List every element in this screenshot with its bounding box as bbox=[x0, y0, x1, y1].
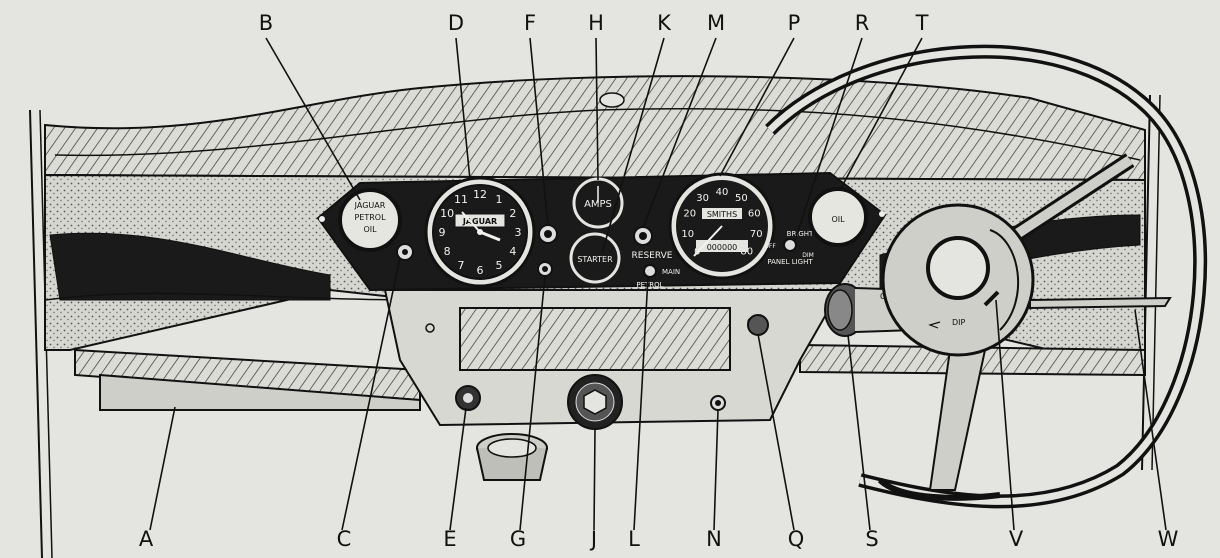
callout-q: Q bbox=[788, 527, 805, 551]
petrol-switch-petrol: PETROL bbox=[636, 281, 663, 289]
clock-numeral: 8 bbox=[444, 245, 451, 258]
starter-button-lower bbox=[455, 385, 481, 411]
callout-b: B bbox=[259, 11, 273, 35]
speedometer-tick-label: 20 bbox=[683, 209, 696, 220]
petrol-switch-main: MAIN bbox=[662, 268, 680, 276]
callout-t: T bbox=[915, 11, 929, 35]
callout-d: D bbox=[448, 11, 464, 35]
horn-lever bbox=[1029, 296, 1172, 310]
glove-box bbox=[459, 307, 731, 371]
odometer: 000000 bbox=[707, 243, 738, 252]
callout-j: J bbox=[589, 527, 597, 551]
panel-light-dim: DIM bbox=[802, 252, 814, 259]
panel-light-bright: BRIGHT bbox=[787, 230, 814, 238]
oil-gauge-label: OIL bbox=[831, 215, 845, 224]
callout-labels-bottom: A C E G J L N Q S V W bbox=[139, 527, 1179, 551]
callout-f: F bbox=[524, 11, 536, 35]
fuel-gauge: JAGUAR PETROL OIL bbox=[338, 188, 402, 252]
callout-s: S bbox=[865, 527, 878, 551]
ammeter-label: AMPS bbox=[584, 199, 612, 210]
speedometer-tick-label: 70 bbox=[750, 229, 763, 240]
speedometer: 01020304050607080 SMITHS 000000 bbox=[668, 172, 776, 280]
callout-w: W bbox=[1158, 527, 1179, 551]
callout-a: A bbox=[139, 527, 154, 551]
centre-console bbox=[383, 289, 842, 427]
clock-brand: JAGUAR bbox=[462, 217, 497, 226]
callout-r: R bbox=[855, 11, 870, 35]
clock-hour-hand bbox=[479, 230, 501, 242]
clock-numeral: 10 bbox=[440, 207, 454, 220]
callout-g: G bbox=[510, 527, 526, 551]
dashboard-top bbox=[44, 75, 1146, 182]
clock-minute-hand bbox=[461, 211, 481, 233]
ignition-warning-light bbox=[538, 224, 558, 244]
clock-numeral: 3 bbox=[515, 226, 522, 239]
clock-numeral: 12 bbox=[473, 188, 487, 201]
panel-light-off: OFF bbox=[764, 243, 776, 250]
speedometer-brand: SMITHS bbox=[707, 210, 737, 219]
panel-light-switch: BRIGHT OFF DIM PANEL LIGHT bbox=[764, 230, 814, 266]
choke-control bbox=[710, 395, 726, 411]
speedometer-tick-label: 10 bbox=[681, 229, 694, 240]
fuel-gauge-line1: JAGUAR bbox=[354, 201, 386, 210]
clock-numeral: 1 bbox=[496, 193, 503, 206]
clock-numeral: 11 bbox=[454, 193, 468, 206]
speedometer-needle bbox=[693, 225, 723, 257]
dip-switch-label: DIP bbox=[952, 318, 966, 327]
callout-c: C bbox=[337, 527, 352, 551]
ammeter: AMPS bbox=[572, 177, 624, 229]
callout-m: M bbox=[707, 11, 725, 35]
headlamp-warning-light bbox=[633, 226, 653, 246]
speedometer-tick-label: 80 bbox=[740, 247, 753, 258]
clock-numeral: 5 bbox=[496, 259, 503, 272]
speedometer-tick-label: 40 bbox=[716, 187, 729, 198]
leader-lines bbox=[149, 37, 1167, 531]
callout-l: L bbox=[628, 527, 640, 551]
callout-labels-top: B D F H K M P R T bbox=[259, 11, 929, 35]
steering-wheel: DIP bbox=[765, 44, 1208, 509]
speedometer-tick-label: 30 bbox=[696, 193, 709, 204]
petrol-switch-reserve: RESERVE bbox=[632, 251, 673, 261]
fuel-gauge-line2: PETROL bbox=[354, 213, 386, 222]
clock-numeral: 7 bbox=[458, 259, 465, 272]
petrol-switch: RESERVE MAIN PETROL bbox=[632, 251, 681, 289]
fuel-gauge-line3: OIL bbox=[363, 225, 377, 234]
ashtray bbox=[476, 433, 548, 481]
callout-e: E bbox=[443, 527, 456, 551]
callout-v: V bbox=[1009, 527, 1024, 551]
panel-light-label: PANEL LIGHT bbox=[767, 258, 813, 266]
callout-p: P bbox=[788, 11, 801, 35]
cigar-lighter bbox=[747, 314, 769, 336]
clock-numeral: 2 bbox=[509, 207, 516, 220]
mixture-control bbox=[537, 261, 553, 277]
oil-temperature-gauge: OIL bbox=[808, 187, 868, 247]
callout-k: K bbox=[657, 11, 672, 35]
lighting-switch bbox=[396, 243, 414, 261]
speedometer-tick-label: 60 bbox=[748, 209, 761, 220]
speedometer-tick-label: 50 bbox=[735, 193, 748, 204]
starter-switch: STARTER bbox=[569, 232, 621, 284]
clock-numeral: 4 bbox=[509, 245, 516, 258]
heater-knob bbox=[567, 374, 623, 430]
clock-numeral: 9 bbox=[439, 226, 446, 239]
clock-numeral: 6 bbox=[477, 264, 484, 277]
starter-label: STARTER bbox=[577, 255, 613, 264]
callout-h: H bbox=[588, 11, 604, 35]
callout-n: N bbox=[706, 527, 722, 551]
emblem-icon bbox=[599, 92, 625, 108]
